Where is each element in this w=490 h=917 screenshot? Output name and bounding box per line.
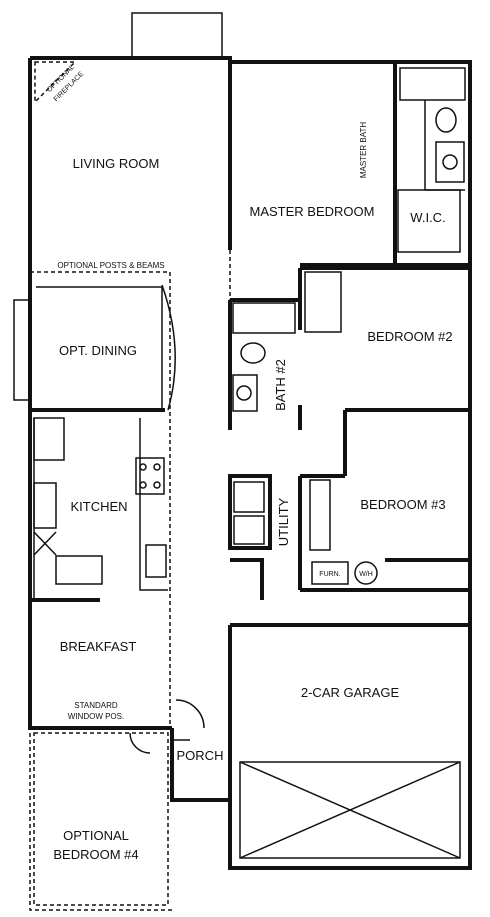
label-master-bedroom: MASTER BEDROOM bbox=[250, 204, 375, 219]
kitchen-sink bbox=[33, 482, 57, 529]
master-sink bbox=[442, 154, 458, 170]
wall-bed2-bottom bbox=[343, 408, 470, 430]
master-vanity bbox=[435, 141, 465, 183]
burner bbox=[139, 463, 147, 471]
optional-bedroom4-outline bbox=[33, 732, 169, 906]
porch-door-swing bbox=[175, 699, 205, 729]
burner bbox=[153, 481, 161, 489]
bath2-tub bbox=[232, 302, 296, 334]
label-master-bath: MASTER BATH bbox=[359, 122, 368, 179]
garage-door-cross bbox=[239, 761, 461, 859]
range bbox=[135, 457, 165, 495]
bath2-vanity bbox=[232, 374, 258, 412]
label-optional-bedroom4-line2: BEDROOM #4 bbox=[53, 847, 138, 862]
garage-door bbox=[239, 761, 461, 859]
label-standard-window-2: WINDOW POS. bbox=[68, 712, 124, 721]
label-bedroom2: BEDROOM #2 bbox=[367, 329, 452, 344]
label-furn: FURN. bbox=[319, 571, 340, 578]
label-wic: W.I.C. bbox=[410, 210, 445, 225]
kitchen-counter-right bbox=[139, 418, 168, 591]
label-optional-bedroom4-line1: OPTIONAL bbox=[63, 828, 129, 843]
label-opt-dining: OPT. DINING bbox=[59, 343, 137, 358]
bed4-door-swing bbox=[129, 732, 151, 754]
label-utility: UTILITY bbox=[276, 497, 291, 546]
label-standard-window-1: STANDARD bbox=[74, 701, 118, 710]
wall-master-bath bbox=[300, 62, 470, 267]
dining-window bbox=[13, 299, 31, 401]
washer bbox=[233, 481, 265, 513]
label-living-room: LIVING ROOM bbox=[73, 156, 160, 171]
furnace-box bbox=[311, 561, 349, 585]
bath2-sink bbox=[236, 385, 252, 401]
dishwasher bbox=[33, 531, 57, 556]
pantry bbox=[145, 544, 167, 578]
master-toilet bbox=[435, 107, 457, 133]
burner bbox=[153, 463, 161, 471]
wall-utility bbox=[298, 474, 345, 590]
wall-utility-lower bbox=[230, 558, 264, 600]
chimney bbox=[131, 12, 223, 59]
wall-garage bbox=[228, 623, 470, 868]
label-kitchen: KITCHEN bbox=[70, 499, 127, 514]
label-wh: W/H bbox=[359, 571, 373, 578]
label-posts-beams: OPTIONAL POSTS & BEAMS bbox=[57, 261, 164, 270]
label-bath2: BATH #2 bbox=[273, 359, 288, 411]
water-heater bbox=[354, 561, 378, 585]
utility-appliances bbox=[228, 474, 272, 550]
kitchen-peninsula bbox=[55, 555, 103, 585]
bed3-closet bbox=[309, 479, 331, 551]
dining-arc bbox=[161, 284, 176, 411]
label-porch: PORCH bbox=[177, 748, 224, 763]
burner bbox=[139, 481, 147, 489]
label-garage: 2-CAR GARAGE bbox=[301, 685, 400, 700]
optional-bedroom4-outline-outer bbox=[29, 733, 172, 911]
exterior-wall bbox=[28, 56, 472, 870]
bed2-closet bbox=[304, 271, 342, 333]
master-bath-partition bbox=[424, 100, 465, 191]
wic-frame bbox=[397, 189, 461, 253]
label-bedroom3: BEDROOM #3 bbox=[360, 497, 445, 512]
dryer bbox=[233, 515, 265, 545]
master-tub bbox=[399, 67, 466, 101]
bath2-toilet bbox=[240, 342, 266, 364]
fridge bbox=[33, 417, 65, 461]
wall-bath2 bbox=[228, 268, 302, 430]
label-breakfast: BREAKFAST bbox=[60, 639, 137, 654]
